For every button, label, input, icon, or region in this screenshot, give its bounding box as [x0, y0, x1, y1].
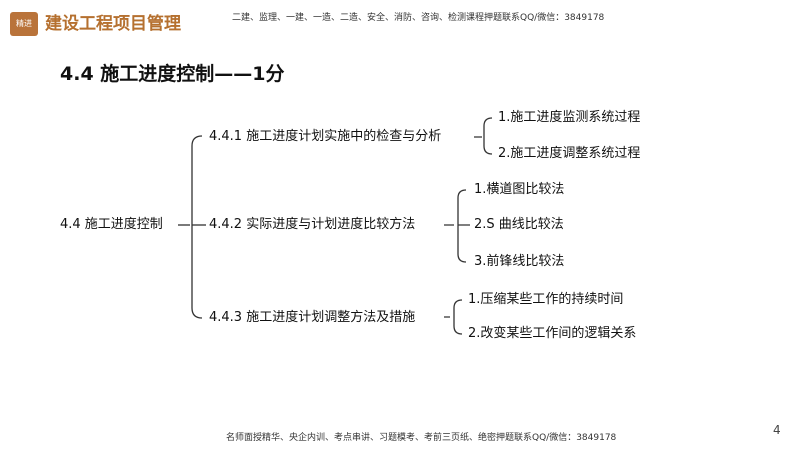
branch-1-label: 4.4.1 施工进度计划实施中的检查与分析	[209, 129, 442, 144]
connector-trunk	[191, 135, 203, 319]
connector-branch-1-sub	[474, 117, 493, 155]
brand-title: 建设工程项目管理	[45, 14, 181, 34]
branch-3-item-1: 1.压缩某些工作的持续时间	[468, 292, 624, 307]
brand-logo: 精进	[10, 12, 38, 36]
page-title: 4.4 施工进度控制——1分	[60, 63, 285, 85]
branch-1-item-1: 1.施工进度监测系统过程	[498, 110, 641, 125]
branch-1-item-2: 2.施工进度调整系统过程	[498, 146, 641, 161]
mindmap-root: 4.4 施工进度控制	[60, 217, 163, 232]
connector-branch-2-sub	[444, 189, 470, 263]
header-notice: 二建、监理、一建、一造、二造、安全、消防、咨询、检测课程押题联系QQ/微信：38…	[232, 13, 605, 23]
branch-2-item-2: 2.S 曲线比较法	[474, 217, 564, 232]
page-number: 4	[773, 423, 781, 437]
branch-2-label: 4.4.2 实际进度与计划进度比较方法	[209, 217, 416, 232]
connector-branch-3-sub	[444, 299, 463, 335]
branch-2-item-3: 3.前锋线比较法	[474, 254, 565, 269]
branch-3-item-2: 2.改变某些工作间的逻辑关系	[468, 326, 637, 341]
branch-3-label: 4.4.3 施工进度计划调整方法及措施	[209, 310, 416, 325]
footer-notice: 名师面授精华、央企内训、考点串讲、习题模考、考前三页纸、绝密押题联系QQ/微信：…	[226, 433, 617, 443]
branch-2-item-1: 1.横道图比较法	[474, 182, 565, 197]
